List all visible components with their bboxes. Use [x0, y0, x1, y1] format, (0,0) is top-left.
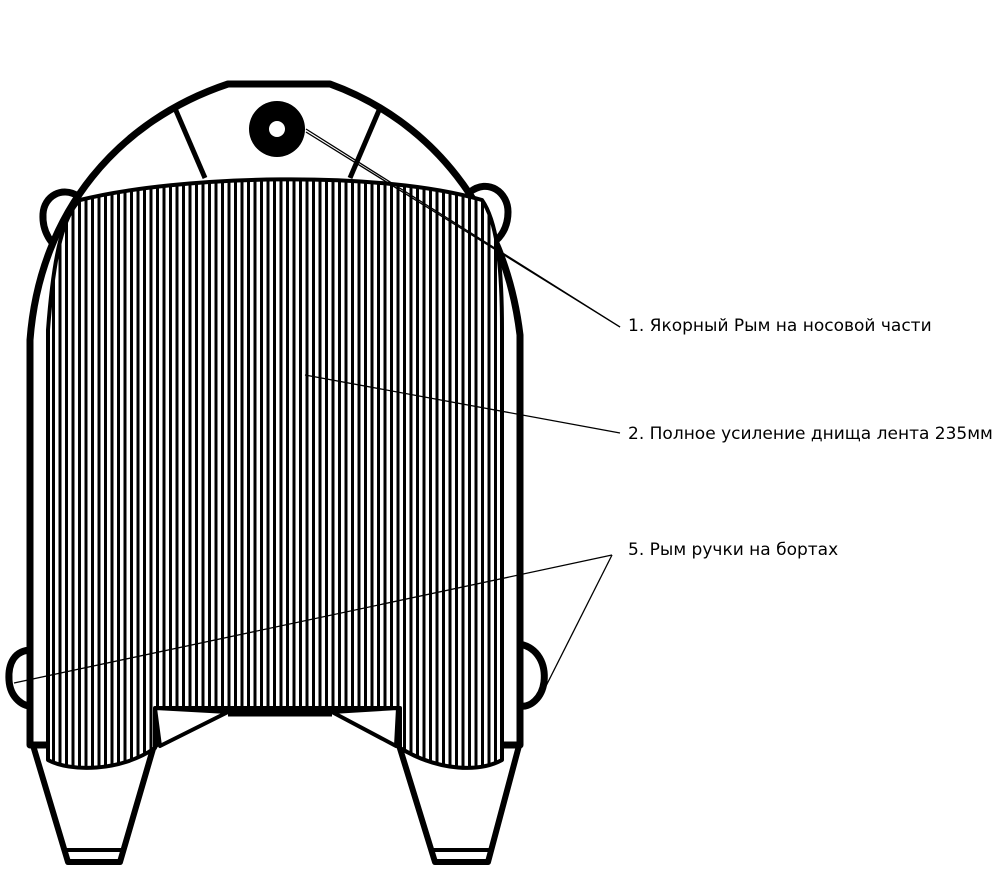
- callout-text: Якорный Рым на носовой части: [649, 316, 932, 336]
- callout-number: 1.: [628, 316, 645, 336]
- bottom-reinforcement-stripes: [46, 177, 504, 770]
- callout-label-side-handles: 5. Рым ручки на бортах: [628, 540, 838, 560]
- transom-left-wedge: [153, 706, 230, 748]
- callout-text: Рым ручки на бортах: [649, 540, 839, 560]
- callout-number: 2.: [628, 424, 645, 444]
- callout-5-leader: [13, 554, 613, 689]
- side-handle-right-rear: [518, 640, 548, 710]
- callout-label-bottom-reinforcement: 2. Полное усиление днища лента 235мм: [628, 424, 993, 444]
- side-handle-right-front: [467, 183, 512, 245]
- callout-2-leader: [304, 374, 621, 434]
- callout-1-leader: [305, 128, 621, 328]
- side-handle-left-rear: [5, 646, 35, 710]
- callout-text: Полное усиление днища лента 235мм: [649, 424, 993, 444]
- callout-label-anchor-ring: 1. Якорный Рым на носовой части: [628, 316, 932, 336]
- callout-number: 5.: [628, 540, 645, 560]
- transom-right-wedge: [330, 706, 400, 748]
- bow-seam-left: [171, 105, 208, 179]
- bow-seam-right: [347, 107, 383, 179]
